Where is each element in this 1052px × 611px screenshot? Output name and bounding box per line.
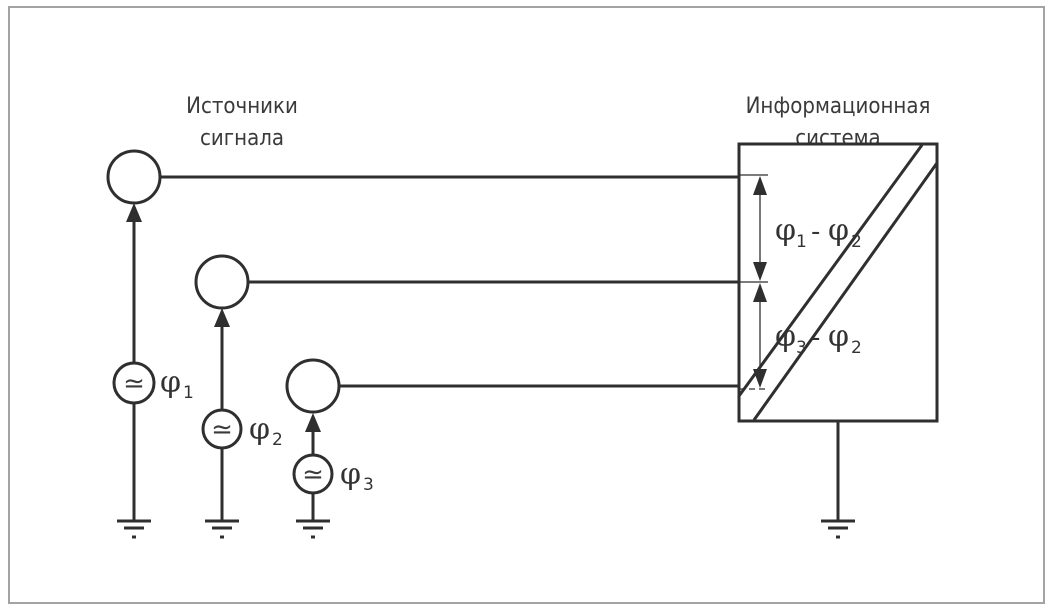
source-2-ac-symbol: ≃ [211, 415, 233, 445]
diff-1-left-phi: φ [775, 213, 796, 248]
diff-2-right-phi: φ [828, 319, 849, 354]
source-3-ac-symbol: ≃ [302, 460, 324, 490]
diff-1-right-phi: φ [828, 213, 849, 248]
diff-1-sep: - [811, 217, 820, 247]
difference-label-2: φ 3 - φ 2 [775, 319, 862, 358]
difference-label-1: φ 1 - φ 2 [775, 213, 862, 252]
source-3-arrow-icon [305, 413, 321, 432]
system-diagonal-1 [737, 144, 924, 397]
arrow-up-icon [753, 176, 767, 195]
signal-source-1: ≃ φ 1 [106, 149, 739, 539]
signal-source-3: ≃ φ 3 [285, 358, 739, 539]
sources-label-line1: Источники [186, 94, 298, 119]
diagram-frame [8, 6, 1045, 604]
diff-2-left-index: 3 [796, 338, 807, 358]
source-3-node [285, 358, 341, 414]
source-3-index: 3 [363, 475, 374, 495]
source-1-index: 1 [183, 383, 194, 403]
diff-1-right-index: 2 [851, 232, 862, 252]
source-1-node [106, 149, 162, 205]
source-3-phi: φ [340, 457, 361, 492]
diff-2-left-phi: φ [775, 319, 796, 354]
arrow-up-icon [753, 283, 767, 302]
diff-2-right-index: 2 [851, 338, 862, 358]
system-label-line1: Информационная [746, 94, 931, 119]
source-2-arrow-icon [214, 308, 230, 327]
source-2-node [194, 254, 250, 310]
source-2-phi: φ [249, 412, 270, 447]
ground-icon [296, 519, 330, 539]
information-system-box [737, 142, 939, 423]
difference-arrow-1 [753, 176, 767, 281]
diff-1-left-index: 1 [796, 232, 807, 252]
ground-icon [821, 519, 855, 539]
arrow-down-icon [753, 369, 767, 388]
system-label-line2: система [795, 126, 880, 151]
source-1-ac-symbol: ≃ [123, 369, 145, 399]
system-diagonal-2 [752, 162, 939, 421]
source-1-arrow-icon [126, 203, 142, 222]
ground-icon [205, 519, 239, 539]
system-ground [821, 421, 855, 539]
signal-source-2: ≃ φ 2 [194, 254, 739, 539]
diff-2-sep: - [811, 323, 820, 353]
difference-arrow-2 [753, 283, 767, 388]
ground-icon [117, 519, 151, 539]
arrow-down-icon [753, 262, 767, 281]
source-2-index: 2 [272, 430, 283, 450]
sources-label-line2: сигнала [200, 126, 284, 151]
source-1-phi: φ [160, 365, 181, 400]
